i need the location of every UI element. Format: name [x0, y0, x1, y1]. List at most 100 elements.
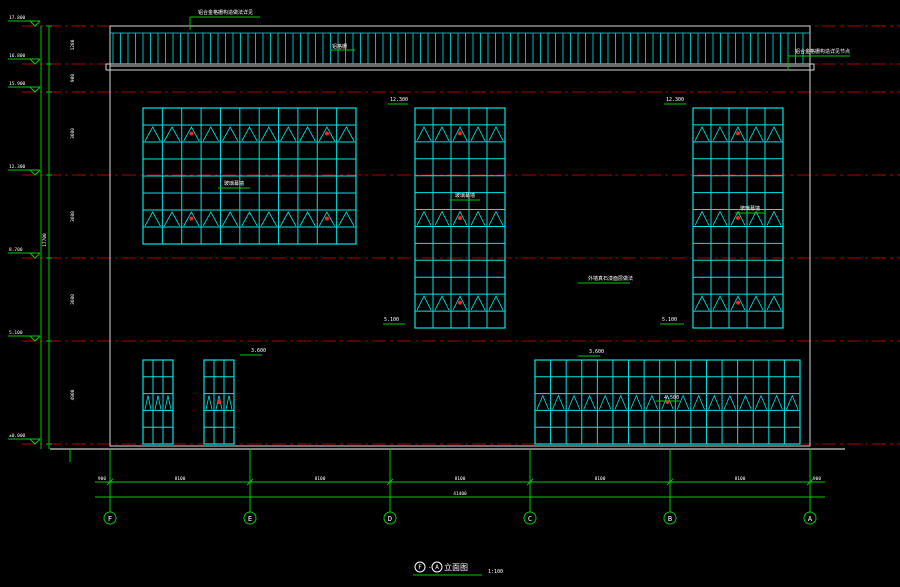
operable-sash	[470, 126, 486, 142]
operable-sash	[488, 126, 504, 142]
operable-sash	[766, 210, 782, 226]
operable-sash	[739, 394, 752, 410]
operable-sash	[708, 394, 721, 410]
dim-tick	[526, 478, 534, 486]
level-triangle	[29, 58, 41, 65]
title-axis-bubble-start	[414, 561, 426, 573]
dim-tick	[106, 478, 114, 486]
operable-sash	[661, 394, 674, 410]
curtain-frame	[203, 359, 235, 445]
axis-label: D	[388, 515, 392, 523]
window-tag-1: 12.300	[390, 97, 408, 103]
operable-sash	[583, 394, 596, 410]
operable-sash	[222, 211, 239, 227]
operable-sash	[416, 126, 432, 142]
operable-sash	[630, 394, 643, 410]
operable-sash	[338, 211, 355, 227]
operable-sash	[694, 210, 710, 226]
axis-bubble	[663, 511, 677, 525]
drawing-title-block: F - A 立面图 1:100	[413, 561, 503, 576]
opening-marker	[458, 216, 462, 220]
window-tag-3: 5.100	[384, 317, 399, 323]
curtain-wall-middle	[414, 107, 506, 329]
operable-sash	[434, 210, 450, 226]
dim-bay-value: 8100	[595, 476, 606, 482]
operable-sash	[164, 126, 181, 142]
operable-sash	[614, 394, 627, 410]
opening-marker	[458, 131, 462, 136]
operable-sash	[730, 210, 746, 226]
axis-bubble	[243, 511, 257, 525]
opening-marker	[189, 131, 194, 136]
window-lower-1	[142, 359, 174, 445]
operable-sash	[694, 295, 710, 311]
dim-tick	[666, 478, 674, 486]
operable-sash	[748, 126, 764, 142]
operable-sash	[694, 126, 710, 142]
axis-label: F	[108, 515, 112, 523]
operable-sash	[338, 126, 355, 142]
operable-sash	[470, 295, 486, 311]
curtain-frame	[534, 359, 801, 445]
operable-sash	[786, 394, 799, 410]
dim-tick	[806, 478, 814, 486]
opening-marker	[324, 131, 329, 136]
parapet-note: 铝格栅	[332, 43, 347, 50]
vertical-dim-value: 900	[70, 74, 76, 82]
opening-marker	[217, 400, 221, 404]
curtain-wall-left	[142, 107, 357, 245]
operable-sash	[222, 126, 239, 142]
operable-sash	[730, 295, 746, 311]
window-tag-2: 12.300	[666, 97, 684, 103]
operable-sash	[488, 295, 504, 311]
operable-sash	[712, 295, 728, 311]
vertical-dim-value: 1200	[70, 39, 76, 50]
operable-sash	[164, 211, 181, 227]
operable-sash	[154, 395, 162, 410]
axis-bubble	[383, 511, 397, 525]
operable-sash	[730, 126, 746, 142]
level-triangle	[29, 20, 41, 27]
dim-bay-value: 8100	[175, 476, 186, 482]
opening-marker	[736, 216, 740, 220]
annotations: 铝合金格栅构造做法详见 铝格栅 铝合金格栅构造详见节点 玻璃幕墙 玻璃幕墙 玻璃…	[189, 9, 850, 402]
parapet-band	[109, 25, 811, 67]
operable-sash	[766, 295, 782, 311]
operable-sash	[723, 394, 737, 410]
curtain-frame	[142, 359, 174, 445]
level-label: 5.100	[9, 330, 23, 336]
operable-sash	[766, 126, 782, 142]
curtain-right-note: 玻璃幕墙	[740, 205, 760, 212]
operable-sash	[416, 210, 432, 226]
operable-sash	[299, 211, 316, 227]
axis-bubble	[103, 511, 117, 525]
door-mid-tag: 4.500	[664, 395, 679, 401]
curtain-mid-note: 玻璃幕墙	[455, 192, 475, 199]
dim-tick	[386, 478, 394, 486]
operable-sash	[452, 210, 468, 226]
level-label: 8.700	[9, 247, 23, 253]
vertical-dim-value: 3600	[70, 128, 76, 139]
dim-bay-value: 8100	[735, 476, 746, 482]
operable-sash	[754, 394, 768, 410]
operable-sash	[280, 126, 297, 142]
operable-sash	[452, 126, 468, 142]
level-label: 16.800	[9, 53, 26, 59]
roof-louvers	[110, 32, 810, 64]
curtain-left-note: 玻璃幕墙	[224, 180, 244, 187]
operable-sash	[164, 395, 172, 410]
operable-sash	[770, 394, 783, 410]
level-triangle	[29, 335, 41, 342]
operable-sash	[452, 295, 468, 311]
drawing-title: 立面图	[444, 562, 468, 572]
operable-sash	[748, 210, 764, 226]
left-level-markers: 17.80016.80015.90012.3008.7005.100±0.000…	[8, 15, 76, 462]
operable-sash	[144, 211, 161, 227]
dim-end-left: 900	[98, 476, 106, 482]
level-triangle	[29, 169, 41, 176]
window-tag-5: 3.600	[589, 349, 604, 355]
operable-sash	[202, 126, 219, 142]
